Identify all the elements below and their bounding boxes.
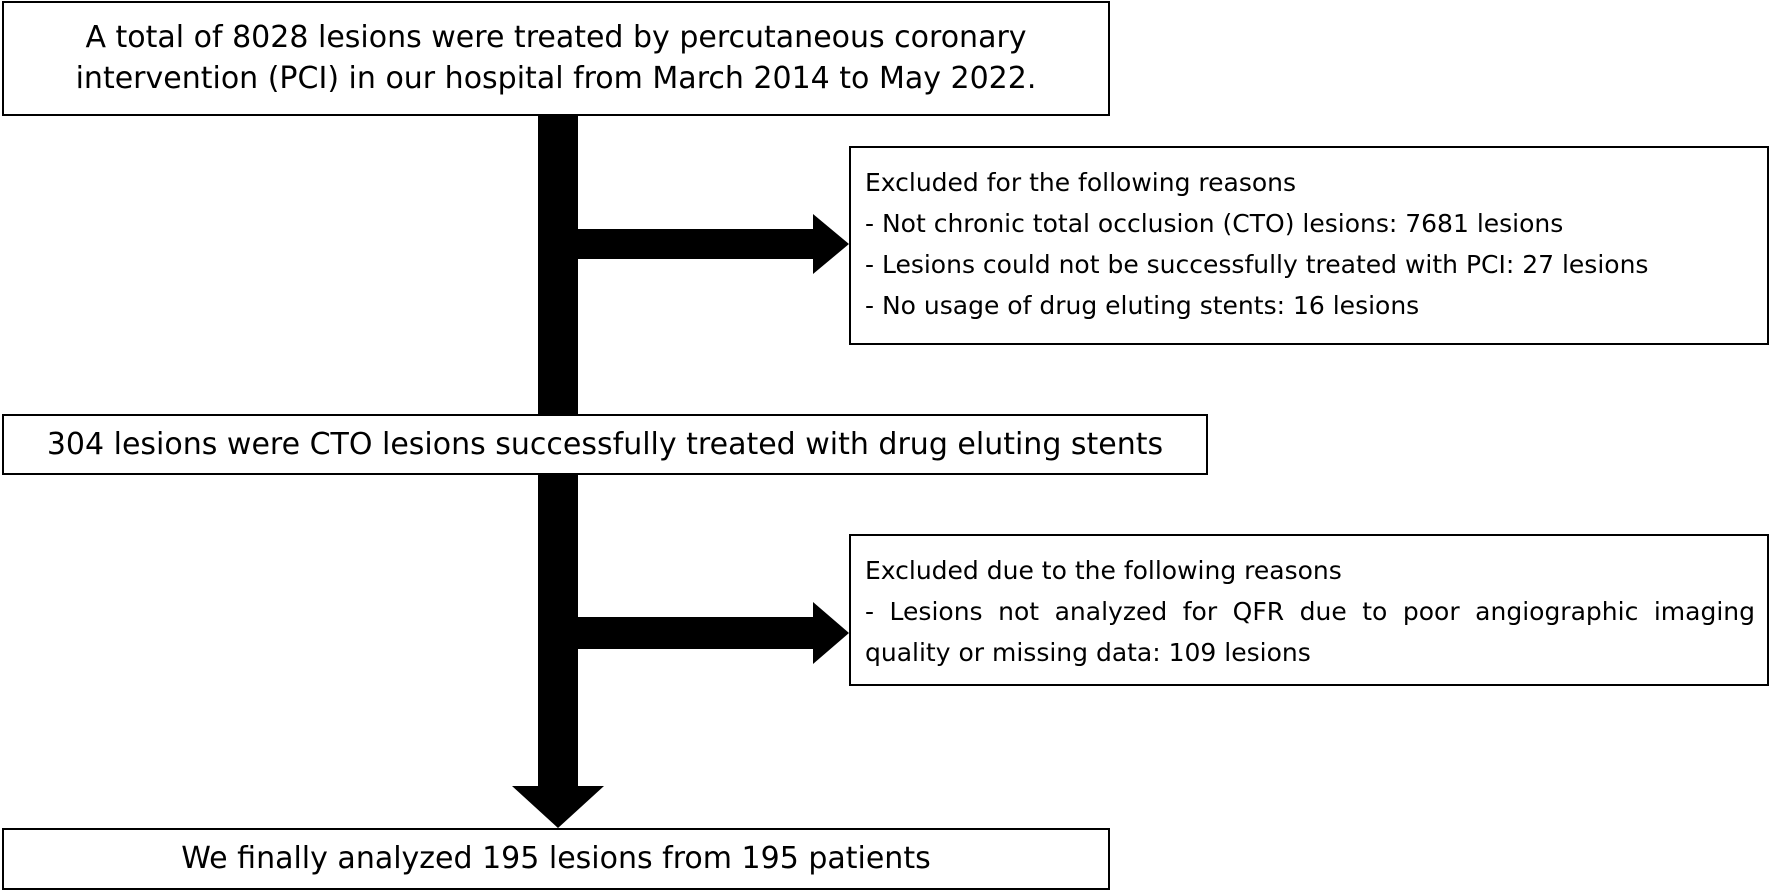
exclusion-box-2: Excluded due to the following reasons - … <box>849 534 1769 686</box>
branch-arrow-exclusion-2 <box>578 602 849 664</box>
exclusion-2-heading: Excluded due to the following reasons <box>865 556 1342 585</box>
branch-arrow-exclusion-1 <box>578 214 849 274</box>
exclusion-1-heading: Excluded for the following reasons <box>865 168 1297 197</box>
exclusion-1-item-pci-failure: - Lesions could not be successfully trea… <box>865 250 1649 279</box>
start-box: A total of 8028 lesions were treated by … <box>2 1 1110 116</box>
middle-box: 304 lesions were CTO lesions successfull… <box>2 414 1208 475</box>
start-box-line-1: A total of 8028 lesions were treated by … <box>85 20 1027 55</box>
exclusion-2-item-qfr: - Lesions not analyzed for QFR due to po… <box>865 597 1755 667</box>
exclusion-1-item-not-cto: - Not chronic total occlusion (CTO) lesi… <box>865 209 1564 238</box>
exclusion-1-item-no-des: - No usage of drug eluting stents: 16 le… <box>865 291 1420 320</box>
final-box-text: We finally analyzed 195 lesions from 195… <box>181 841 931 876</box>
middle-box-text: 304 lesions were CTO lesions successfull… <box>46 427 1164 462</box>
flow-arrow-final <box>512 475 604 828</box>
final-box: We finally analyzed 195 lesions from 195… <box>2 828 1110 890</box>
flow-shaft-upper <box>538 116 578 414</box>
start-box-line-2: intervention (PCI) in our hospital from … <box>75 61 1037 96</box>
exclusion-box-1: Excluded for the following reasons - Not… <box>849 146 1769 345</box>
